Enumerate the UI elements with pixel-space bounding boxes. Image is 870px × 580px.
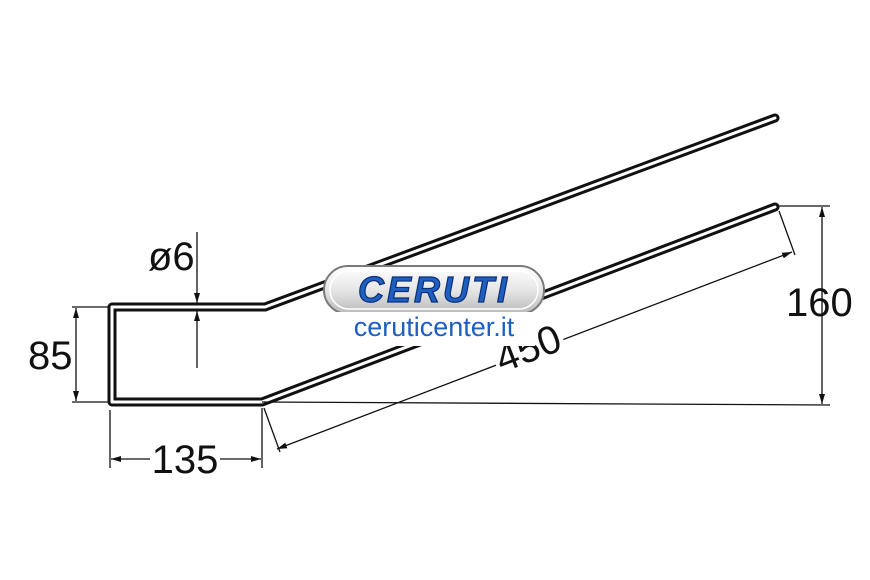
length-base-dimension: 135 [111,438,261,482]
diameter-label: ø6 [148,235,195,279]
height-large-label: 160 [786,281,853,325]
ceruti-logo: CERUTI [323,265,545,315]
height-small-dimension: 85 [28,308,79,401]
logo-website: ceruticenter.it [354,312,515,342]
height-small-label: 85 [28,334,73,378]
height-large-dimension: 160 [786,207,853,404]
logo-brand: CERUTI [358,269,510,310]
diameter-dimension: ø6 [148,232,200,368]
length-base-label: 135 [152,438,219,482]
bent-rod [107,113,780,407]
